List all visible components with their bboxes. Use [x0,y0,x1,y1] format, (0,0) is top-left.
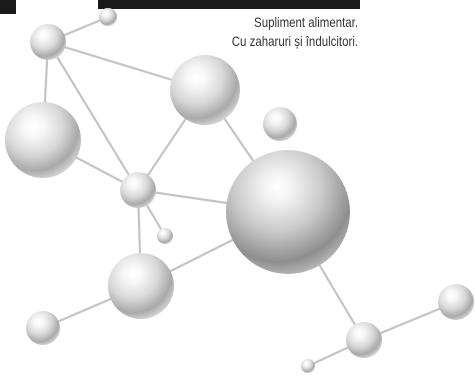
atom-tiny [157,228,173,244]
caption-line-2: Cu zaharuri și îndulcitori. [231,33,358,49]
atom-tiny [301,359,315,373]
bond [47,41,139,191]
atom-small [120,172,156,208]
product-caption: Supliment alimentar. Cu zaharuri și îndu… [232,13,358,51]
atom-small [263,107,297,141]
caption-line-1: Supliment alimentar. [253,14,358,30]
atom-small [346,322,382,358]
atom-medium [170,55,240,125]
atom-small [438,284,474,320]
atom-medium [5,102,81,178]
atom-small [99,8,117,26]
atoms [5,8,474,373]
dark-corner-block [0,0,16,14]
atom-medium [108,253,174,319]
atom-small [30,24,66,60]
atom-large [226,150,350,274]
header-band [98,0,360,9]
atom-small [26,311,60,345]
